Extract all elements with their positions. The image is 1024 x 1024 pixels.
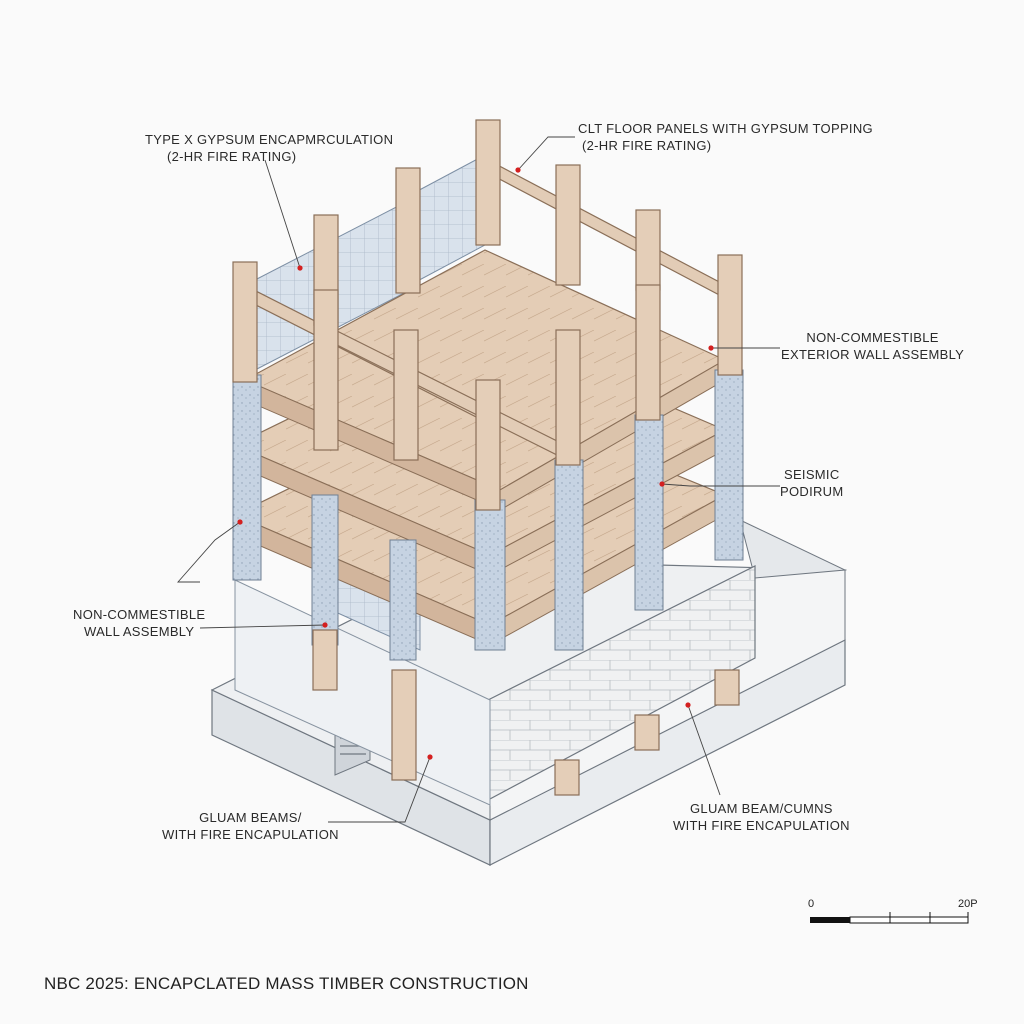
scale-bar xyxy=(810,912,969,924)
label-glulam-columns: GLUAM BEAM/CUMNS WITH FIRE ENCAPULATION xyxy=(673,801,850,833)
encapsulated-columns xyxy=(232,369,744,661)
glulam-beams xyxy=(249,159,726,460)
label-seismic-podium: SEISMIC PODIRUM xyxy=(780,467,844,499)
label-wall-assembly: NON-COMMESTIBLE WALL ASSEMBLY xyxy=(73,607,206,639)
label-gypsum-encapsulation: TYPE X GYPSUM ENCAPMRCULATION (2-HR FIRE… xyxy=(145,132,394,164)
label-glulam-beams: GLUAM BEAMS/ WITH FIRE ENCAPULATION xyxy=(162,810,339,842)
label-exterior-wall-assembly: NON-COMMESTIBLE EXTERIOR WALL ASSEMBLY xyxy=(781,330,965,362)
leader-lines xyxy=(177,136,780,823)
leader-dots xyxy=(237,167,714,760)
scale-bar-end: 20P xyxy=(958,898,978,910)
label-clt-floor-panels: CLT FLOOR PANELS WITH GYPSUM TOPPING (2-… xyxy=(578,121,873,153)
diagram-caption: NBC 2025: ENCAPCLATED MASS TIMBER CONSTR… xyxy=(44,974,529,993)
glulam-columns xyxy=(232,119,743,796)
scale-bar-start: 0 xyxy=(808,898,815,910)
